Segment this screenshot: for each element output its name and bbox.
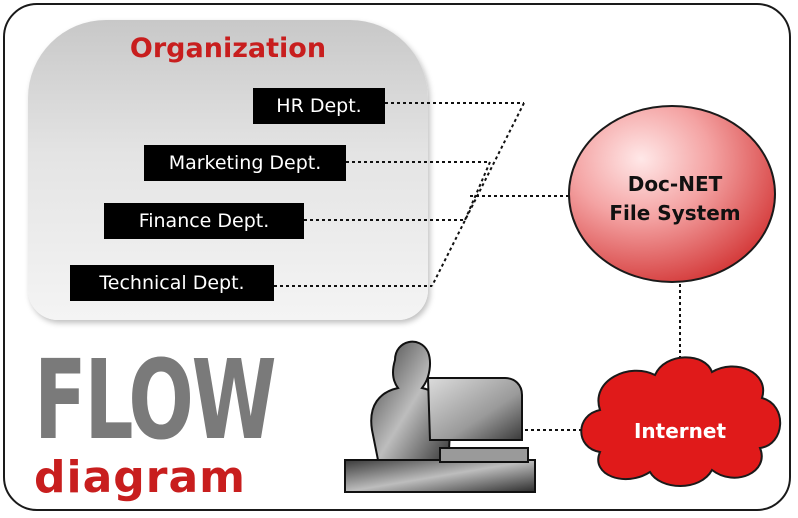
trunk-right [431, 102, 525, 287]
file-system-label-line1: Doc-NET [627, 172, 723, 196]
file-system-label: Doc-NET File System [590, 170, 760, 228]
diagram-frame [3, 3, 791, 511]
dept-hr: HR Dept. [253, 88, 385, 124]
connector-lines [274, 102, 681, 431]
diagram-word: diagram [34, 452, 247, 503]
dept-marketing: Marketing Dept. [144, 145, 346, 181]
internet-cloud [580, 356, 782, 487]
organization-title: Organization [129, 33, 327, 64]
flow-word: FLOW [34, 336, 277, 464]
internet-label: Internet [633, 419, 727, 443]
file-system-node [568, 105, 776, 283]
trunk-left [464, 161, 491, 221]
computer-user-icon [344, 340, 536, 493]
dept-finance: Finance Dept. [104, 203, 304, 239]
file-system-label-line2: File System [609, 201, 741, 225]
dept-technical: Technical Dept. [70, 265, 274, 301]
